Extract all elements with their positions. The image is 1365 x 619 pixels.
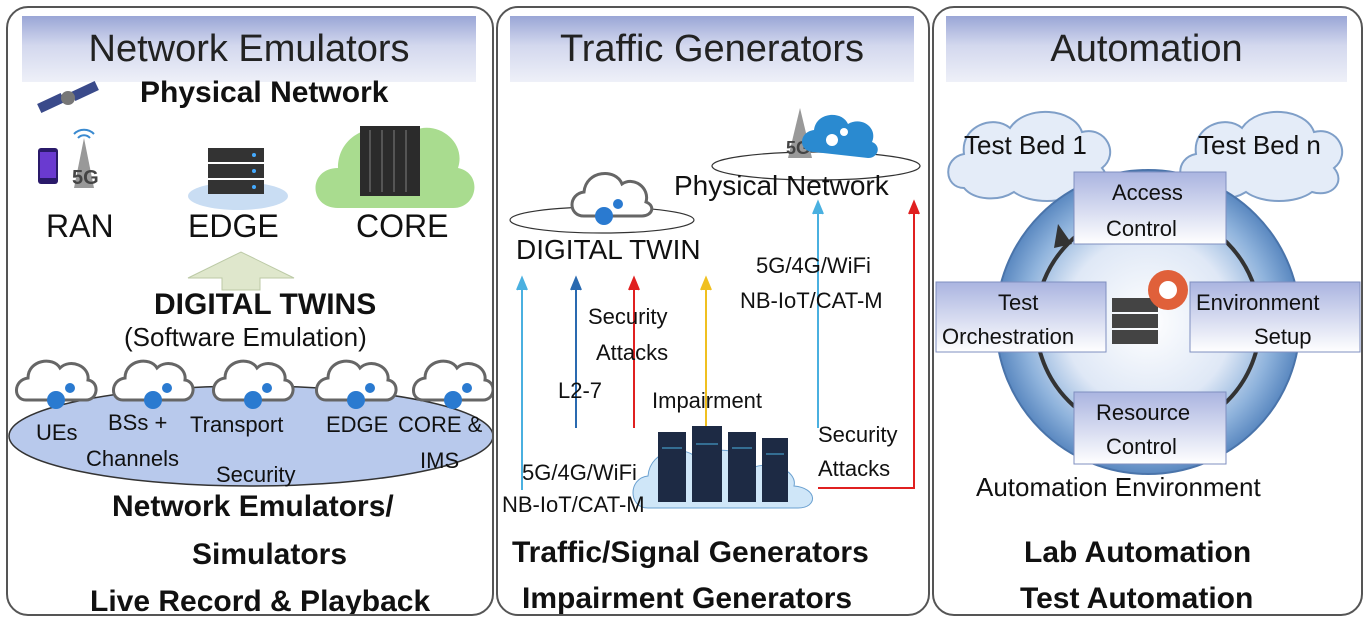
up-arrow-icon	[187, 251, 295, 291]
channels-label: Channels	[86, 446, 179, 471]
core-ims-label-2: IMS	[420, 448, 460, 473]
left-protocol-label-1: 5G/4G/WiFi	[522, 460, 637, 485]
physical-network-label: Physical Network	[140, 76, 389, 109]
server-cloud-icon	[632, 426, 813, 509]
right-protocol-label-2: NB-IoT/CAT-M	[740, 288, 883, 313]
panel2-graphics: 5G	[509, 108, 921, 509]
signal-arrows	[516, 199, 920, 490]
digital-twins-label: DIGITAL TWINS	[154, 288, 377, 321]
panel-title: Traffic Generators	[510, 16, 914, 82]
footer-line-1: Network Emulators/	[112, 490, 394, 523]
footer-line-2: Test Automation	[1020, 582, 1254, 615]
security-attacks-label-1: Security	[588, 304, 668, 329]
environment-setup-box	[1189, 281, 1361, 353]
automation-environment-label: Automation Environment	[976, 472, 1261, 502]
cloud-gear-icon	[802, 114, 878, 158]
network-emulators-panel: Network Emulators 5G	[6, 6, 494, 616]
transport-label: Transport	[190, 412, 284, 437]
core-label: CORE	[356, 208, 449, 244]
edge-server-icon	[188, 148, 288, 210]
security-attacks-label-2: Attacks	[596, 340, 669, 365]
access-control-label-2: Control	[1106, 216, 1177, 241]
satellite-icon	[37, 80, 99, 114]
edge2-label: EDGE	[326, 412, 389, 437]
bss-label: BSs +	[108, 410, 168, 435]
security-label: Security	[216, 462, 296, 487]
footer-line-1: Lab Automation	[1024, 536, 1252, 569]
panel1-graphics: 5G	[8, 80, 492, 487]
footer-line-3: Live Record & Playback	[90, 585, 431, 616]
phone-icon	[38, 148, 58, 184]
access-control-label-1: Access	[1112, 180, 1183, 205]
footer-line-2: Simulators	[192, 538, 348, 571]
environment-setup-label-1: Environment	[1196, 290, 1320, 315]
cycle-arrow-icon	[1054, 224, 1072, 248]
cloud-icons	[15, 359, 492, 402]
test-orchestration-label-1: Test	[998, 290, 1039, 315]
test-orchestration-label-2: Orchestration	[942, 324, 1075, 349]
digital-twin-label: DIGITAL TWIN	[516, 234, 701, 265]
svg-text:5G: 5G	[72, 167, 99, 189]
core-ims-label-1: CORE &	[398, 412, 483, 437]
resource-control-label-2: Control	[1106, 434, 1177, 459]
test-bed-1-label: Test Bed 1	[964, 130, 1087, 160]
footer-line-1: Traffic/Signal Generators	[512, 536, 869, 569]
impairment-label: Impairment	[652, 388, 763, 413]
core-cloud-icon	[315, 126, 475, 208]
panel3-graphics	[935, 110, 1361, 475]
resource-control-box	[1073, 391, 1227, 465]
gear-icons	[47, 383, 472, 409]
traffic-generators-panel: Traffic Generators 5G	[496, 6, 930, 616]
footer-line-2: Impairment Generators	[522, 582, 853, 615]
edge-label: EDGE	[188, 208, 279, 244]
cloud-icon	[570, 172, 654, 225]
gear-icon	[1148, 270, 1188, 310]
test-bed-1-cloud	[947, 110, 1112, 202]
ues-label: UEs	[36, 420, 78, 445]
bottom-security-label-1: Security	[818, 422, 898, 447]
bottom-security-label-2: Attacks	[818, 456, 891, 481]
physical-network-label: Physical Network	[674, 170, 889, 201]
automation-panel: Automation	[932, 6, 1363, 616]
ran-label: RAN	[46, 208, 114, 244]
test-bed-n-label: Test Bed n	[1198, 130, 1321, 160]
test-orchestration-box	[935, 281, 1107, 353]
right-protocol-label-1: 5G/4G/WiFi	[756, 253, 871, 278]
environment-setup-label-2: Setup	[1254, 324, 1312, 349]
access-control-box	[1073, 171, 1227, 245]
l2-7-label: L2-7	[558, 378, 603, 403]
resource-control-label-1: Resource	[1096, 400, 1191, 425]
panel-title: Automation	[946, 16, 1347, 82]
panel-title: Network Emulators	[22, 16, 476, 82]
software-emulation-label: (Software Emulation)	[124, 322, 367, 352]
5g-tower-icon: 5G	[72, 128, 99, 189]
left-protocol-label-2: NB-IoT/CAT-M	[502, 492, 645, 517]
server-icon	[1112, 298, 1158, 344]
